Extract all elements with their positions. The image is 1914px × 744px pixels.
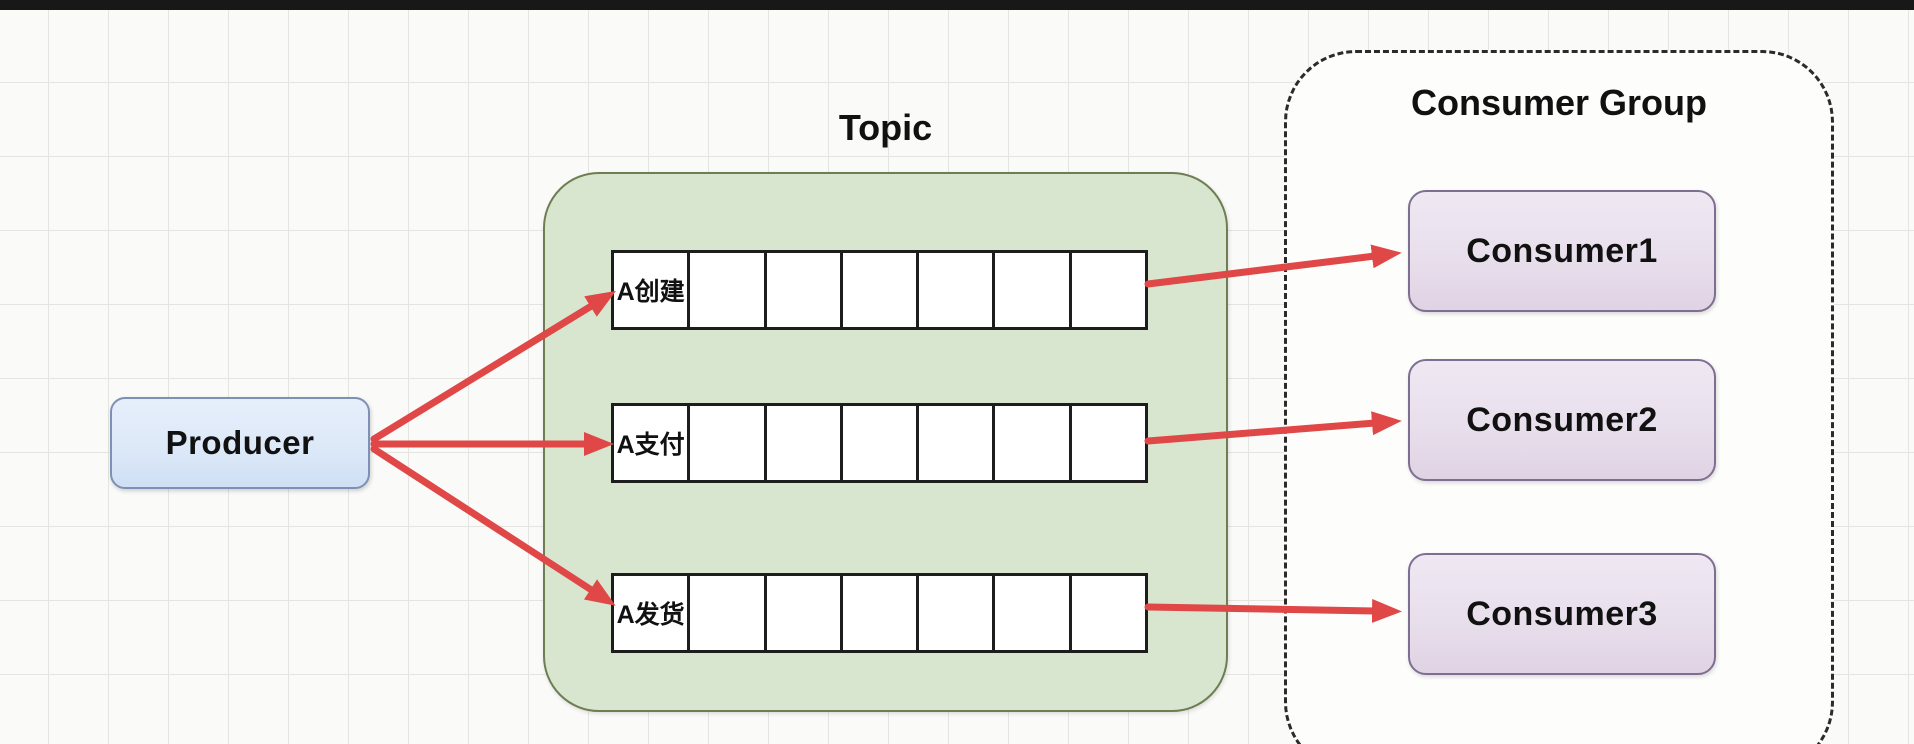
- partition-cell: [767, 253, 843, 327]
- partition-label: A创建: [616, 278, 685, 306]
- partition-label: A发货: [616, 601, 685, 629]
- partition-label-cell: A支付: [614, 406, 691, 480]
- partition-cell: [1072, 576, 1145, 650]
- partition-label: A支付: [616, 431, 685, 459]
- partition-row-pay: A支付: [611, 403, 1148, 483]
- partition-label-cell: A创建: [614, 253, 691, 327]
- consumer-group-title: Consumer Group: [1410, 82, 1707, 123]
- partition-cell: [1072, 406, 1145, 480]
- partition-cell: [919, 253, 996, 327]
- partition-cell: [690, 576, 767, 650]
- partition-cell: [995, 576, 1072, 650]
- consumer2-node: Consumer2: [1408, 359, 1716, 481]
- partition-row-ship: A发货: [611, 573, 1148, 653]
- topic-title: Topic: [838, 107, 933, 148]
- partition-cell: [1072, 253, 1145, 327]
- partition-row-create: A创建: [611, 250, 1148, 330]
- producer-node: Producer: [110, 397, 370, 489]
- partition-cell: [690, 406, 767, 480]
- partition-cell: [995, 406, 1072, 480]
- partition-cell: [843, 253, 920, 327]
- partition-cell: [767, 576, 843, 650]
- partition-cell: [843, 576, 920, 650]
- partition-cell: [919, 576, 996, 650]
- consumer3-node: Consumer3: [1408, 553, 1716, 675]
- partition-cell: [767, 406, 843, 480]
- partition-cell: [919, 406, 996, 480]
- top-letterbox-bar: [0, 0, 1914, 10]
- partition-cell: [690, 253, 767, 327]
- consumer1-node: Consumer1: [1408, 190, 1716, 312]
- partition-cell: [995, 253, 1072, 327]
- partition-cell: [843, 406, 920, 480]
- partition-label-cell: A发货: [614, 576, 691, 650]
